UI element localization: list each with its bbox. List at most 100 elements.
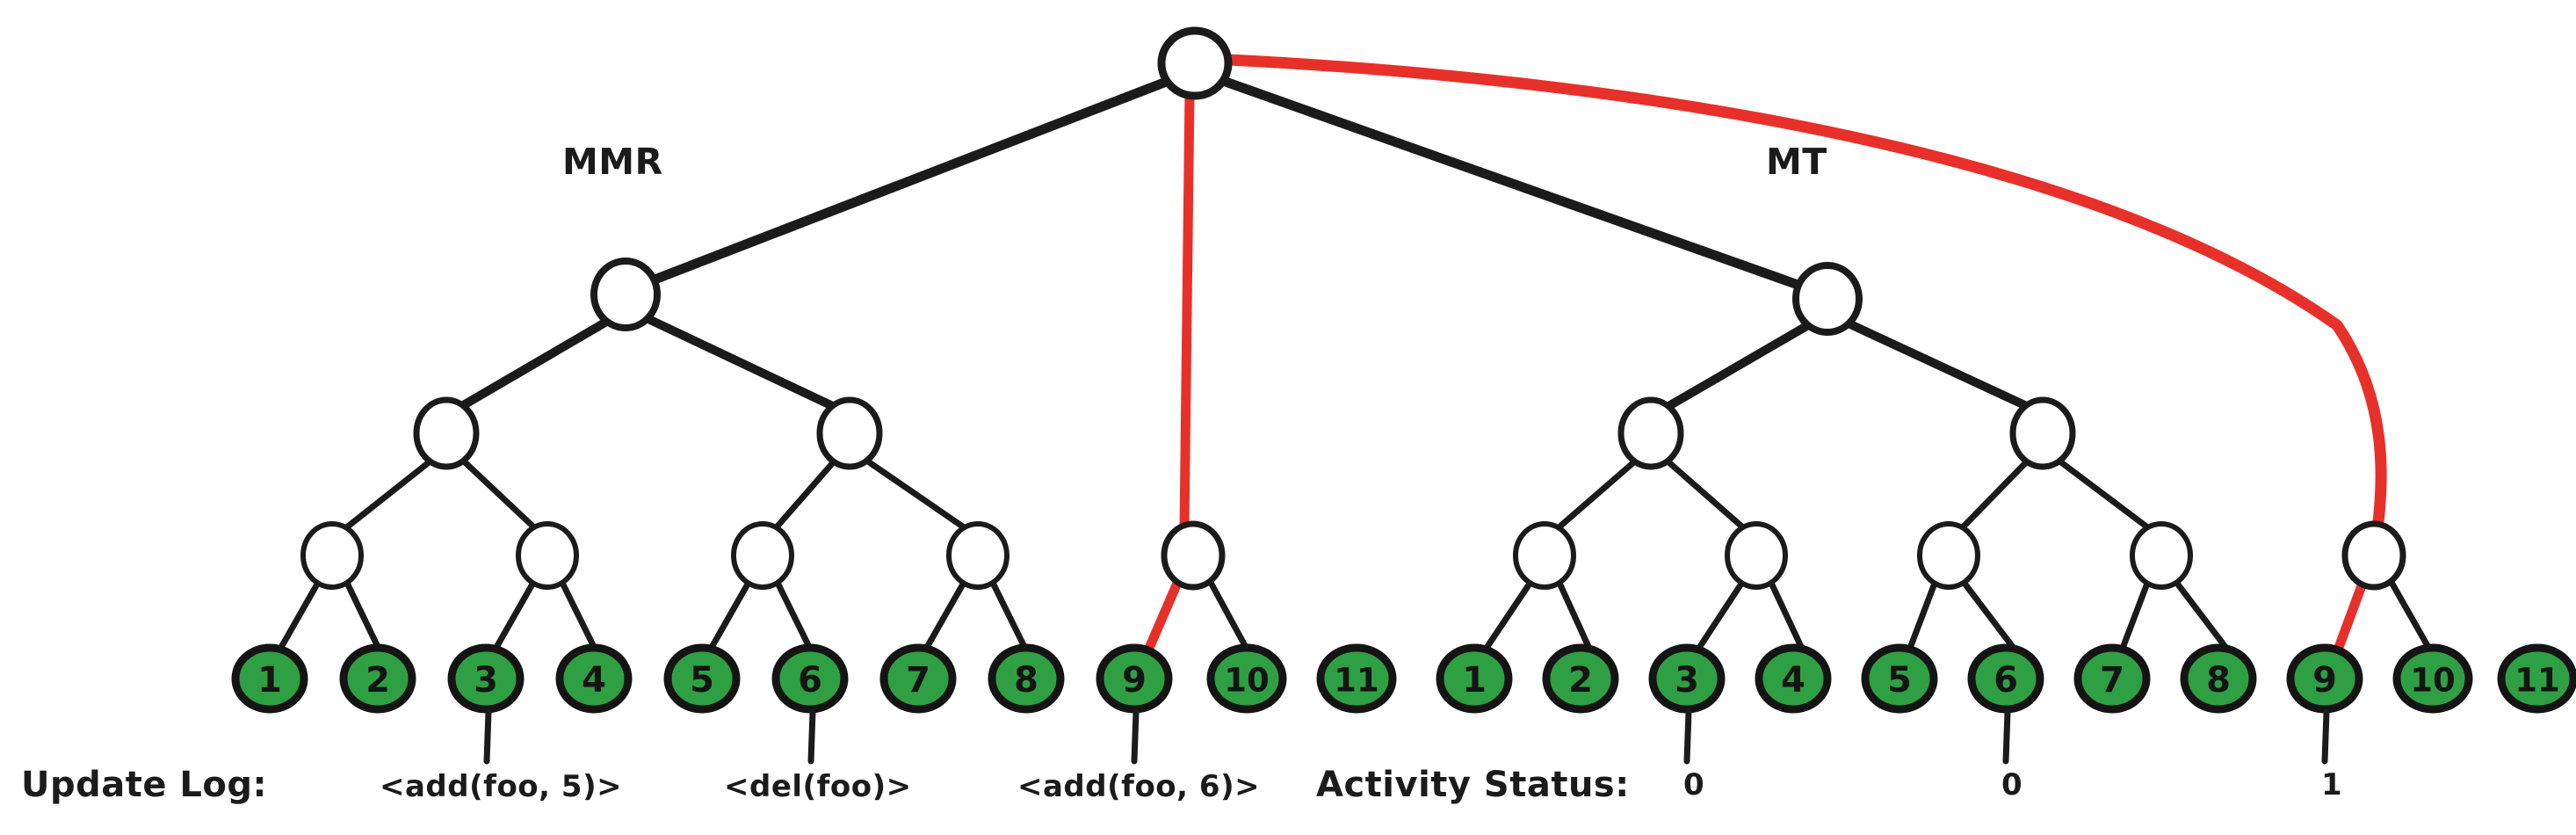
node-mt-peak9[interactable] (2341, 520, 2406, 591)
leaf-mt-9[interactable]: 9 (2286, 643, 2363, 714)
edge-mt-rl-leaf6 (1959, 577, 2019, 654)
edge-mt-r-rr (2054, 456, 2153, 533)
node-global-root[interactable] (1157, 26, 1233, 100)
node-mt-right[interactable] (2009, 396, 2076, 470)
leaf-mmr-8-circle[interactable] (988, 643, 1065, 714)
edge-mt-rr-leaf8 (2172, 577, 2232, 654)
leaf-mmr-10-circle[interactable] (1206, 643, 1287, 714)
node-mt-rr[interactable] (2130, 521, 2193, 590)
leaf-mmr-10[interactable]: 10 (1206, 643, 1287, 714)
tree-edges (276, 76, 2434, 654)
leaf-mmr-5-label: 5 (690, 660, 714, 701)
leaf-mt-7[interactable]: 7 (2073, 643, 2151, 714)
leaf-mt-9-circle[interactable] (2286, 643, 2363, 714)
highlight-path (1142, 54, 2387, 657)
label-mt: MT (1766, 141, 1827, 183)
leaf-mt-3-circle[interactable] (1648, 643, 1726, 714)
leaf-mmr-2[interactable]: 2 (339, 643, 416, 714)
leaf-mmr-1-circle[interactable] (231, 643, 308, 714)
node-mmr-rr[interactable] (946, 521, 1009, 590)
edge-mmr-rr-leaf7 (922, 577, 968, 654)
leaf-mt-8[interactable]: 8 (2180, 643, 2257, 714)
leaf-mt-8-label: 8 (2206, 660, 2231, 701)
leaf-mt-4[interactable]: 4 (1755, 643, 1832, 714)
node-mmr-rl[interactable] (731, 521, 794, 590)
leaf-mt-5[interactable]: 5 (1861, 643, 1938, 714)
node-mt-ll[interactable] (1513, 521, 1576, 590)
leaf-mmr-4[interactable]: 4 (555, 643, 633, 714)
edge-mt-root-l (1661, 321, 1813, 412)
leaf-mt-8-circle[interactable] (2180, 643, 2257, 714)
leaf-mt-6-circle[interactable] (1967, 643, 2044, 714)
node-mmr-peak9[interactable] (1161, 520, 1226, 591)
node-mt-lr[interactable] (1725, 521, 1788, 590)
leaf-mmr-2-label: 2 (365, 660, 390, 701)
leaf-mmr-5[interactable]: 5 (663, 643, 741, 714)
leaf-mmr-9-circle[interactable] (1096, 643, 1173, 714)
leaf-mmr-6[interactable]: 6 (771, 643, 849, 714)
edge-mmr-l-ll (341, 456, 436, 533)
node-mt-root[interactable] (1792, 262, 1863, 336)
leaf-mt-11[interactable]: 11 (2497, 643, 2576, 714)
leaf-mmr-7-circle[interactable] (879, 643, 957, 714)
leaf-tick-marks (483, 708, 2330, 765)
leaf-mmr-2-circle[interactable] (339, 643, 416, 714)
activity-status-entry-3: 1 (2321, 767, 2342, 802)
node-mmr-lr[interactable] (516, 521, 579, 590)
edge-root-to-mt (1218, 76, 1808, 292)
edge-mt-lr-leaf3 (1694, 577, 1747, 654)
leaf-mmr-1[interactable]: 1 (231, 643, 308, 714)
leaf-mmr-11-label: 11 (1334, 662, 1379, 700)
leaf-mmr-4-label: 4 (582, 660, 606, 701)
leaf-mt-6[interactable]: 6 (1967, 643, 2044, 714)
leaf-mmr-8[interactable]: 8 (988, 643, 1065, 714)
tick-mt-leaf-3 (1683, 708, 1692, 765)
leaf-mmr-6-circle[interactable] (771, 643, 849, 714)
activity-status-entry-1: 0 (1683, 767, 1704, 802)
edge-mmr-rr-leaf8 (988, 577, 1030, 654)
leaf-mt-9-label: 9 (2312, 660, 2337, 701)
leaf-mmr-3[interactable]: 3 (447, 643, 525, 714)
leaf-mmr-4-circle[interactable] (555, 643, 633, 714)
edge-mmr-r-rr (862, 456, 970, 533)
leaf-mt-10[interactable]: 10 (2392, 643, 2473, 714)
leaf-mt-5-circle[interactable] (1861, 643, 1938, 714)
edge-mt-l-ll (1553, 456, 1640, 533)
leaf-mmr-9[interactable]: 9 (1096, 643, 1173, 714)
leaf-mt-5-label: 5 (1887, 660, 1912, 701)
leaf-mmr-11-circle[interactable] (1316, 643, 1397, 714)
global-root-circle[interactable] (1157, 26, 1233, 100)
edge-mmr-ll-leaf1 (276, 577, 322, 654)
edge-mt-root-r (1844, 319, 2035, 412)
edge-mt-peak9-leaf10 (2386, 576, 2434, 654)
node-mmr-right[interactable] (816, 396, 883, 470)
node-mmr-root[interactable] (590, 258, 661, 331)
leaf-mt-3[interactable]: 3 (1648, 643, 1726, 714)
node-mmr-ll[interactable] (300, 521, 364, 590)
edge-mmr-r-rl (771, 456, 839, 533)
leaf-mt-11-circle[interactable] (2497, 643, 2576, 714)
leaf-mt-2[interactable]: 2 (1542, 643, 1619, 714)
leaf-mmr-3-circle[interactable] (447, 643, 525, 714)
node-mmr-left[interactable] (413, 396, 480, 470)
leaf-mmr-7[interactable]: 7 (879, 643, 957, 714)
node-mt-left[interactable] (1617, 396, 1684, 470)
edge-mmr-ll-leaf2 (343, 577, 383, 654)
leaf-mt-1[interactable]: 1 (1436, 643, 1513, 714)
edge-mmr-lr-leaf4 (558, 577, 599, 654)
leaf-mt-2-circle[interactable] (1542, 643, 1619, 714)
leaf-mmr-7-label: 7 (906, 660, 930, 701)
mmr-leaf-nodes: 1 2 3 4 5 6 7 (231, 643, 1397, 714)
leaf-mt-7-circle[interactable] (2073, 643, 2151, 714)
leaf-mt-1-circle[interactable] (1436, 643, 1513, 714)
tick-mmr-leaf-3 (483, 708, 492, 765)
leaf-mmr-5-circle[interactable] (663, 643, 741, 714)
leaf-mt-4-circle[interactable] (1755, 643, 1832, 714)
leaf-mt-10-circle[interactable] (2392, 643, 2473, 714)
label-mmr: MMR (562, 141, 663, 183)
node-mt-rl[interactable] (1917, 521, 1980, 590)
leaf-mt-7-label: 7 (2100, 660, 2124, 701)
leaf-mmr-11[interactable]: 11 (1316, 643, 1397, 714)
tick-mt-leaf-6 (2002, 708, 2011, 765)
